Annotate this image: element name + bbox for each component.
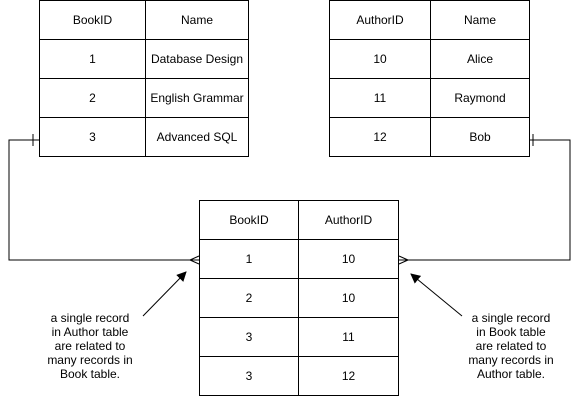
- table-cell: 2: [39, 78, 146, 118]
- authors-table: AuthorID Name 10 Alice 11 Raymond 12 Bob: [329, 0, 530, 157]
- connector-line-right: [399, 139, 571, 261]
- table-cell: 3: [199, 356, 299, 396]
- table-row: 2 English Grammar: [39, 78, 249, 118]
- table-row: 2 10: [199, 278, 399, 318]
- table-cell: 10: [298, 278, 399, 318]
- column-header: AuthorID: [329, 0, 431, 40]
- crows-foot-right: [398, 255, 409, 265]
- table-row: 3 11: [199, 317, 399, 357]
- annotation-left: a single record in Author table are rela…: [35, 311, 145, 381]
- table-cell: 3: [199, 317, 299, 357]
- table-row: 1 Database Design: [39, 39, 249, 79]
- crows-foot-left: [189, 255, 200, 265]
- table-cell: 1: [39, 39, 146, 79]
- table-cell: 11: [329, 78, 431, 118]
- annotation-line: a single record: [50, 311, 130, 325]
- annotation-arrow-right: [410, 273, 463, 317]
- column-header: BookID: [39, 0, 146, 40]
- table-cell: Advanced SQL: [145, 117, 249, 157]
- table-cell: 12: [329, 117, 431, 157]
- table-cell: 3: [39, 117, 146, 157]
- annotation-line: many records in: [468, 353, 554, 367]
- table-row: 3 12: [199, 356, 399, 396]
- table-header-row: BookID AuthorID: [199, 200, 399, 240]
- table-cell: 11: [298, 317, 399, 357]
- table-cell: Bob: [430, 117, 530, 157]
- table-cell: 1: [199, 239, 299, 279]
- annotation-line: are related to: [475, 339, 547, 353]
- annotation-line: many records in: [47, 353, 133, 367]
- annotation-line: Book table.: [59, 367, 121, 381]
- table-cell: Alice: [430, 39, 530, 79]
- table-cell: 2: [199, 278, 299, 318]
- column-header: Name: [430, 0, 530, 40]
- annotation-line: in Author table: [51, 325, 129, 339]
- table-cell: English Grammar: [145, 78, 249, 118]
- books-table: BookID Name 1 Database Design 2 English …: [39, 0, 249, 157]
- annotation-line: are related to: [54, 339, 126, 353]
- table-cell: 12: [298, 356, 399, 396]
- annotation-right: a single record in Book table are relate…: [456, 311, 566, 381]
- annotation-arrow-left: [142, 271, 187, 317]
- annotation-line: Author table.: [476, 367, 546, 381]
- column-header: Name: [145, 0, 249, 40]
- column-header: AuthorID: [298, 200, 399, 240]
- annotation-line: in Book table: [476, 325, 546, 339]
- table-cell: Raymond: [430, 78, 530, 118]
- table-header-row: BookID Name: [39, 0, 249, 40]
- table-cell: 10: [329, 39, 431, 79]
- table-cell: Database Design: [145, 39, 249, 79]
- book-authors-table: BookID AuthorID 1 10 2 10 3 11 3 12: [199, 200, 399, 396]
- annotation-line: a single record: [471, 311, 551, 325]
- table-header-row: AuthorID Name: [329, 0, 530, 40]
- table-cell: 10: [298, 239, 399, 279]
- table-row: 12 Bob: [329, 117, 530, 157]
- connector-line-left: [8, 139, 199, 261]
- table-row: 1 10: [199, 239, 399, 279]
- table-row: 11 Raymond: [329, 78, 530, 118]
- column-header: BookID: [199, 200, 299, 240]
- table-row: 10 Alice: [329, 39, 530, 79]
- table-row: 3 Advanced SQL: [39, 117, 249, 157]
